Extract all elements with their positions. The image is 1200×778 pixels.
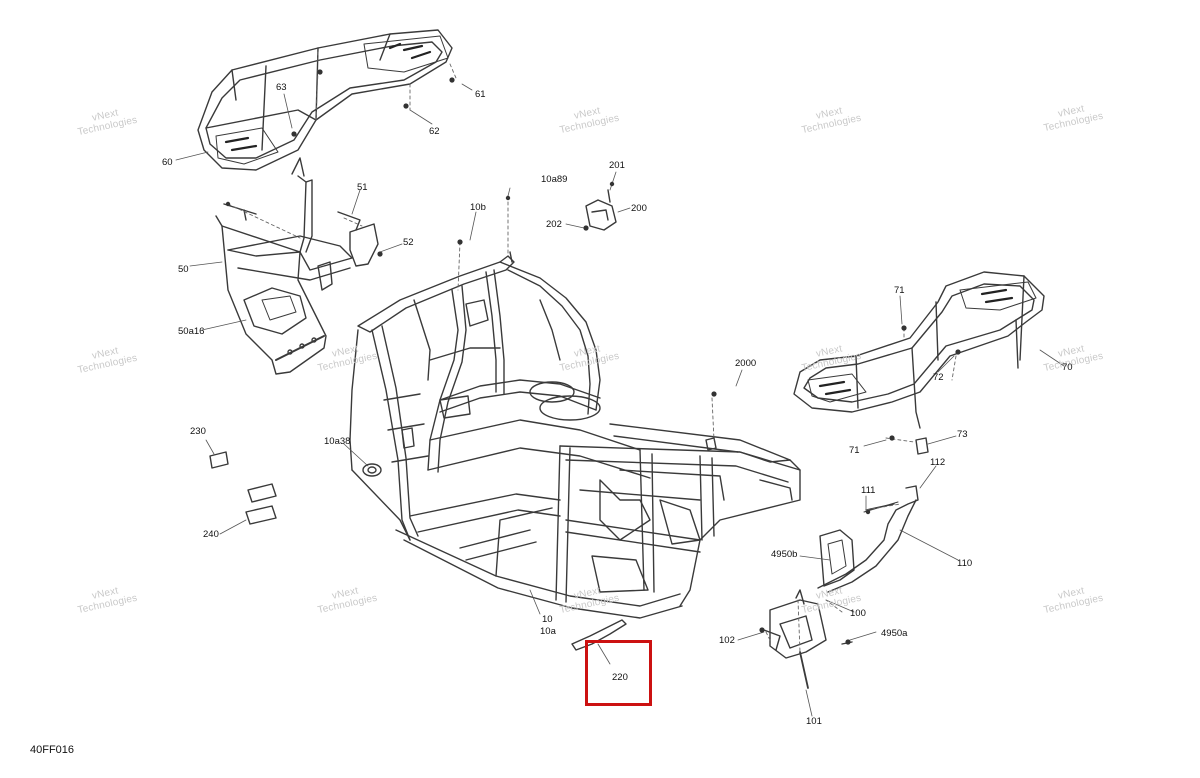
callout-71-bottom[interactable]: 71 bbox=[849, 445, 860, 456]
figure-code: 40FF016 bbox=[30, 744, 75, 756]
callout-52[interactable]: 52 bbox=[403, 237, 414, 248]
loose-parts bbox=[209, 189, 929, 689]
callout-111[interactable]: 111 bbox=[861, 485, 876, 496]
callout-51[interactable]: 51 bbox=[357, 182, 368, 193]
rear-bumper bbox=[215, 175, 379, 375]
rear-rack bbox=[197, 29, 453, 177]
callout-100[interactable]: 100 bbox=[850, 608, 866, 619]
callout-10a89[interactable]: 10a89 bbox=[541, 174, 568, 185]
callout-101[interactable]: 101 bbox=[806, 716, 822, 727]
callout-62[interactable]: 62 bbox=[429, 126, 440, 137]
front-bumper bbox=[763, 485, 919, 659]
callout-50a16[interactable]: 50a16 bbox=[178, 326, 205, 337]
callout-70[interactable]: 70 bbox=[1062, 362, 1073, 373]
front-rack bbox=[793, 271, 1045, 429]
leader-lines bbox=[175, 83, 1065, 717]
callout-71-top[interactable]: 71 bbox=[894, 285, 905, 296]
callout-4950a[interactable]: 4950a bbox=[881, 628, 908, 639]
callout-73[interactable]: 73 bbox=[957, 429, 968, 440]
highlight-box-220[interactable] bbox=[585, 640, 652, 706]
callout-4950b[interactable]: 4950b bbox=[771, 549, 798, 560]
callout-2000[interactable]: 2000 bbox=[735, 358, 757, 369]
callout-10b[interactable]: 10b bbox=[470, 202, 486, 213]
callout-102[interactable]: 102 bbox=[719, 635, 735, 646]
callout-202[interactable]: 202 bbox=[546, 219, 562, 230]
callout-63[interactable]: 63 bbox=[276, 82, 287, 93]
hardware-dots bbox=[225, 69, 961, 645]
callout-230[interactable]: 230 bbox=[190, 426, 206, 437]
callout-50[interactable]: 50 bbox=[178, 264, 189, 275]
callout-240[interactable]: 240 bbox=[203, 529, 219, 540]
callout-60[interactable]: 60 bbox=[162, 157, 173, 168]
callout-72[interactable]: 72 bbox=[933, 372, 944, 383]
callout-201[interactable]: 201 bbox=[609, 160, 625, 171]
callout-110[interactable]: 110 bbox=[957, 558, 973, 569]
callout-10a[interactable]: 10a bbox=[540, 626, 556, 637]
callout-220[interactable]: 220 bbox=[612, 672, 628, 683]
callout-10[interactable]: 10 bbox=[542, 614, 553, 625]
main-frame bbox=[349, 251, 801, 619]
callout-10a38[interactable]: 10a38 bbox=[324, 436, 351, 447]
callout-112[interactable]: 112 bbox=[930, 457, 946, 468]
callout-200[interactable]: 200 bbox=[631, 203, 647, 214]
callout-61[interactable]: 61 bbox=[475, 89, 486, 100]
alignment-lines bbox=[227, 51, 957, 653]
